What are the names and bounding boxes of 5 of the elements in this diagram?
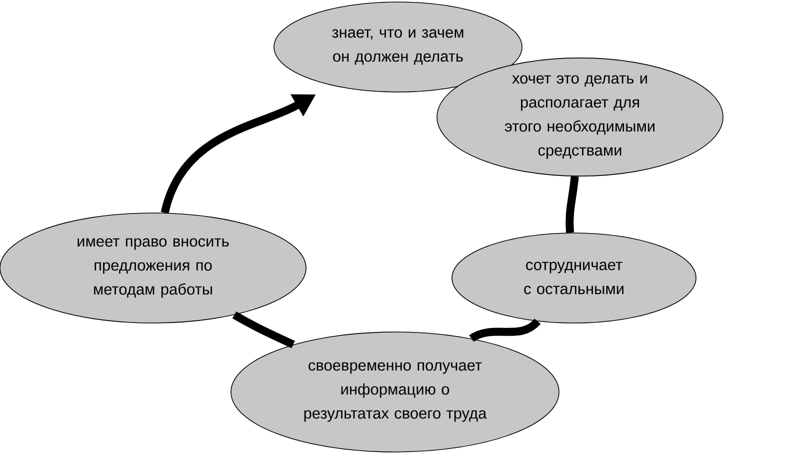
arc-connector <box>232 312 295 348</box>
arc-connector <box>566 176 579 233</box>
arc-connector <box>469 318 540 342</box>
ellipse-node: сотрудничает с остальными <box>452 232 696 324</box>
ellipse-node: своевременно получает информацию о результатах своего труда <box>230 332 560 452</box>
